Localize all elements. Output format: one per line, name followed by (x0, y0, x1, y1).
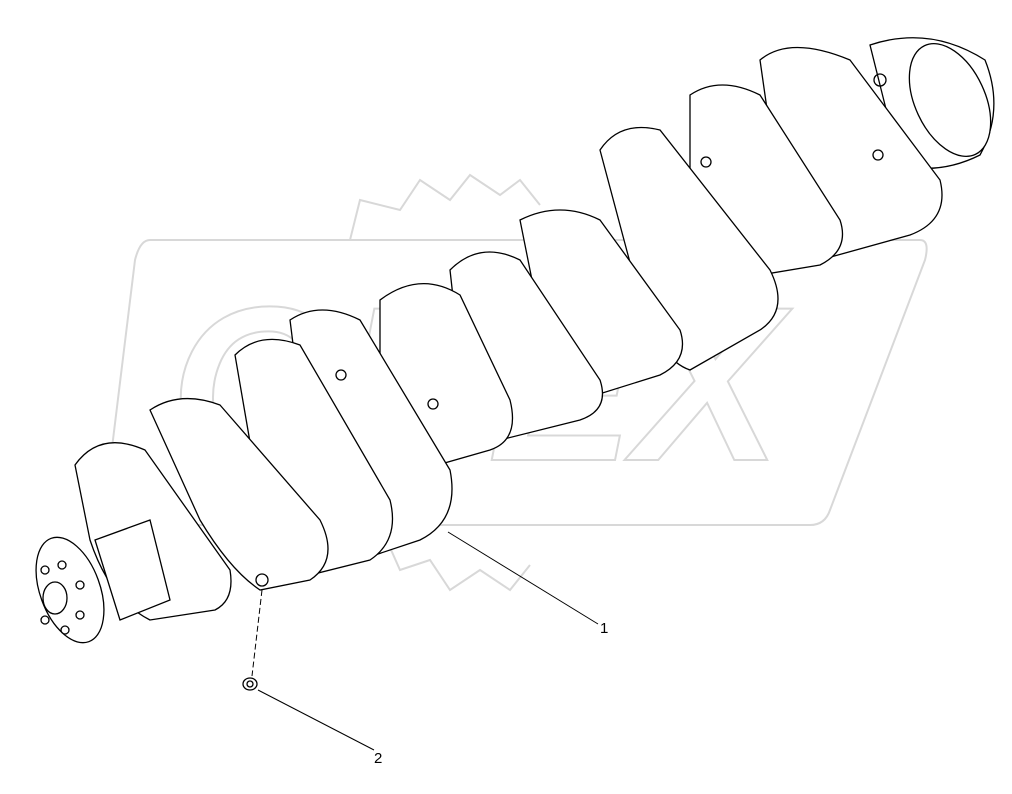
crankshaft[interactable] (23, 31, 1007, 652)
assembly-dashed-line (251, 589, 263, 677)
leader-line-1 (447, 531, 599, 625)
leader-line-2 (257, 689, 375, 751)
plug[interactable] (242, 677, 258, 691)
callout-1: 1 (600, 620, 609, 637)
callout-2: 2 (374, 750, 383, 767)
bolt-holes (40, 73, 887, 635)
